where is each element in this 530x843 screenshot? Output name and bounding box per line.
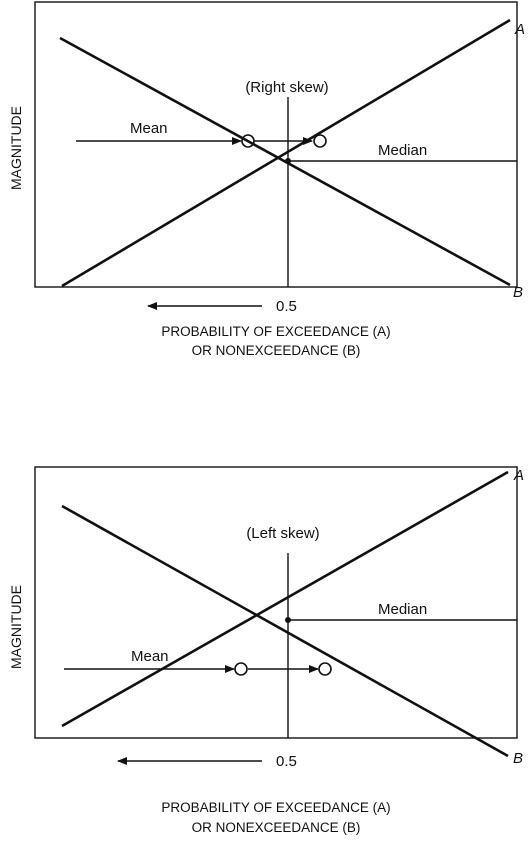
curve-a-line bbox=[61, 470, 509, 728]
center-tick-label: 0.5 bbox=[276, 753, 297, 770]
mean-point-b bbox=[318, 662, 332, 676]
mean-point-a bbox=[313, 134, 327, 148]
skew-label: (Left skew) bbox=[246, 525, 319, 542]
median-point bbox=[285, 617, 291, 623]
mean-point-b bbox=[241, 134, 255, 148]
mean-label: Mean bbox=[130, 120, 168, 137]
curve-b-label: B bbox=[513, 284, 523, 301]
mean-point-a bbox=[234, 662, 248, 676]
x-axis-label-line2: OR NONEXCEEDANCE (B) bbox=[192, 820, 361, 835]
panel-right-skew: (Right skew) Mean Median A B MAGNITUDE 0… bbox=[8, 1, 525, 358]
curve-b-line bbox=[59, 36, 511, 287]
y-axis-label: MAGNITUDE bbox=[8, 585, 24, 669]
curve-b-line bbox=[61, 504, 509, 758]
median-point bbox=[285, 158, 291, 164]
skew-label: (Right skew) bbox=[245, 79, 328, 96]
center-tick-label: 0.5 bbox=[276, 298, 297, 315]
x-axis-label-line1: PROBABILITY OF EXCEEDANCE (A) bbox=[161, 800, 390, 815]
mean-label: Mean bbox=[131, 648, 169, 665]
y-axis-label: MAGNITUDE bbox=[8, 106, 24, 190]
curve-a-line bbox=[61, 18, 511, 288]
panel-left-skew: (Left skew) Mean Median A B MAGNITUDE 0.… bbox=[8, 466, 524, 835]
median-label: Median bbox=[378, 142, 427, 159]
x-axis-label-line2: OR NONEXCEEDANCE (B) bbox=[192, 343, 361, 358]
curve-b-label: B bbox=[513, 750, 523, 767]
x-axis-label-line1: PROBABILITY OF EXCEEDANCE (A) bbox=[161, 324, 390, 339]
curve-a-label: A bbox=[514, 21, 525, 38]
plot-frame bbox=[34, 466, 518, 739]
plot-frame bbox=[34, 1, 518, 288]
median-label: Median bbox=[378, 601, 427, 618]
curve-a-label: A bbox=[513, 467, 524, 484]
